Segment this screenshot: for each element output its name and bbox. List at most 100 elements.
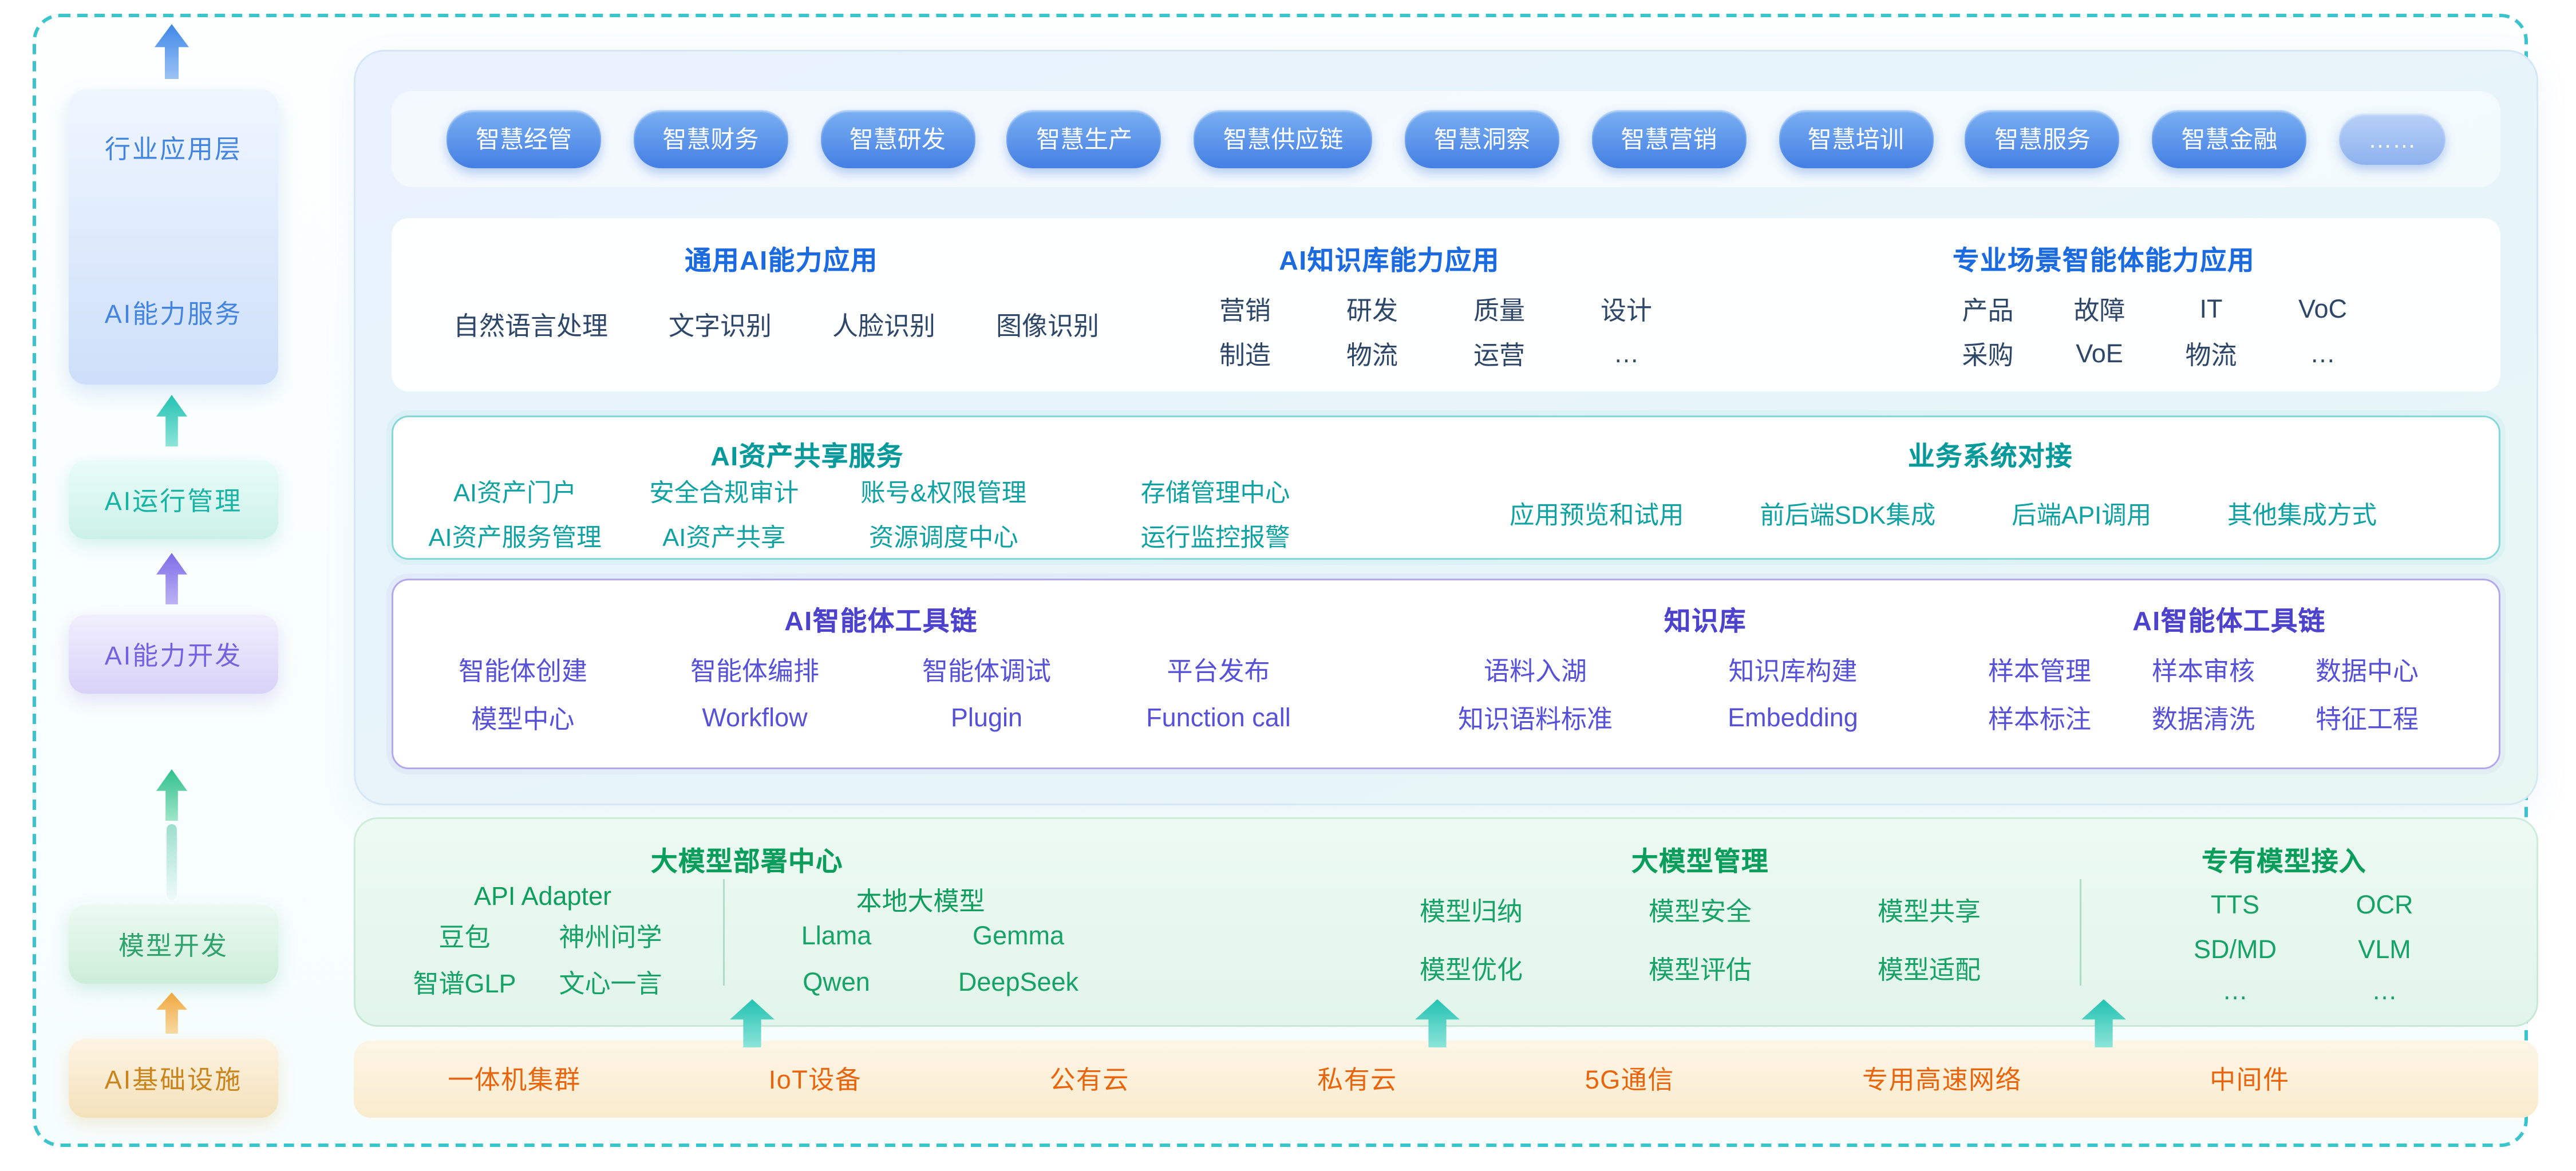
layer-ai-operations: AI运行管理 — [69, 460, 278, 539]
industry-pill: 智慧供应链 — [1194, 110, 1373, 168]
asset-item: AI资产门户 — [453, 480, 577, 508]
capability-item: 故障 — [2073, 296, 2125, 326]
infrastructure-item: 一体机集群 — [448, 1066, 581, 1095]
section-title-general-ai: 通用AI能力应用 — [685, 247, 878, 276]
infrastructure-item: 私有云 — [1317, 1066, 1397, 1095]
asset-share-grid: AI资产门户 安全合规审计 账号&权限管理 存储管理中心 AI资产服务管理 AI… — [410, 469, 1372, 558]
industry-pill: 智慧生产 — [1007, 110, 1162, 168]
asset-item: AI资产共享 — [662, 524, 786, 552]
layer-label-ai-capability-service: AI能力服务 — [104, 300, 243, 330]
tool-item: 智能体调试 — [922, 656, 1051, 686]
business-integration-items: 应用预览和试用 前后端SDK集成 后端API调用 其他集成方式 — [1510, 496, 2377, 532]
vertical-divider — [2080, 879, 2081, 986]
capability-card: 通用AI能力应用 自然语言处理 文字识别 人脸识别 图像识别 AI知识库能力应用… — [392, 218, 2500, 391]
layer-label-industry-application: 行业应用层 — [104, 136, 242, 165]
capability-item: … — [1613, 339, 1639, 369]
subsection-title-api-adapter: API Adapter — [473, 883, 612, 912]
section-title-model-manage: 大模型管理 — [1631, 848, 1769, 877]
capability-item: 产品 — [1962, 296, 2014, 326]
section-title-knowledge-base: 知识库 — [1664, 608, 1747, 637]
industry-pill: 智慧金融 — [2152, 110, 2307, 168]
infrastructure-item: 中间件 — [2210, 1066, 2290, 1095]
section-title-data-toolchain: AI智能体工具链 — [2132, 608, 2326, 637]
model-item: Llama — [801, 922, 872, 951]
tool-item: 智能体创建 — [458, 656, 587, 686]
tool-item: 平台发布 — [1167, 656, 1270, 686]
capability-item: 文字识别 — [668, 312, 772, 342]
api-adapter-grid: 豆包 神州问学 智谱GLP 文心一言 — [392, 913, 683, 1006]
toolchain-card: AI智能体工具链 智能体创建 智能体编排 智能体调试 平台发布 模型中心 Wor… — [392, 579, 2500, 769]
capability-item: VoE — [2076, 339, 2123, 369]
layer-ai-infrastructure: AI基础设施 — [69, 1039, 278, 1118]
asset-item: 运行监控报警 — [1140, 524, 1290, 552]
section-title-business-integration: 业务系统对接 — [1907, 443, 2073, 472]
capability-item: 设计 — [1600, 296, 1652, 326]
tool-item: 语料入湖 — [1483, 656, 1587, 686]
tool-item: 知识语料标准 — [1457, 705, 1613, 734]
industry-pill: 智慧经管 — [447, 110, 601, 168]
capability-item: 制造 — [1219, 341, 1271, 370]
model-layer-panel: 大模型部署中心 API Adapter 豆包 神州问学 智谱GLP 文心一言 本… — [354, 817, 2538, 1027]
model-item: OCR — [2356, 890, 2413, 920]
general-ai-items: 自然语言处理 文字识别 人脸识别 图像识别 — [453, 307, 1099, 343]
tool-item: 特征工程 — [2315, 705, 2419, 734]
model-item: … — [2372, 976, 2397, 1006]
infrastructure-item: 公有云 — [1049, 1066, 1129, 1095]
asset-item: 资源调度中心 — [868, 524, 1018, 552]
asset-item: 安全合规审计 — [649, 480, 799, 508]
asset-item: AI资产服务管理 — [428, 524, 602, 552]
asset-item: 账号&权限管理 — [860, 480, 1027, 508]
industry-pills-row: 智慧经管 智慧财务 智慧研发 智慧生产 智慧供应链 智慧洞察 智慧营销 智慧培训… — [392, 91, 2500, 187]
layer-ai-development: AI能力开发 — [69, 615, 278, 694]
tool-item: 数据清洗 — [2151, 705, 2255, 734]
capability-item: VoC — [2298, 294, 2348, 324]
asset-item: 存储管理中心 — [1140, 480, 1290, 508]
model-item: DeepSeek — [958, 968, 1079, 998]
section-title-dedicated-models: 专有模型接入 — [2201, 848, 2366, 877]
layer-label: AI能力开发 — [104, 641, 243, 671]
section-title-agent-toolchain: AI智能体工具链 — [784, 608, 978, 637]
capability-item: 采购 — [1962, 341, 2014, 370]
model-item: 模型安全 — [1648, 897, 1752, 927]
section-title-knowledge-ai: AI知识库能力应用 — [1279, 247, 1500, 276]
capability-item: 质量 — [1473, 296, 1525, 326]
layer-label: AI基础设施 — [104, 1065, 243, 1095]
infrastructure-item: 专用高速网络 — [1862, 1066, 2022, 1095]
tool-item: 智能体编排 — [690, 656, 819, 686]
capability-item: 图像识别 — [995, 312, 1099, 342]
model-item: Qwen — [803, 968, 870, 998]
model-item: Gemma — [972, 922, 1065, 951]
industry-pill: 智慧洞察 — [1404, 110, 1559, 168]
knowledge-ai-grid: 营销 研发 质量 设计 制造 物流 运营 … — [1182, 287, 1690, 376]
model-item: 智谱GLP — [413, 970, 516, 999]
section-title-model-deploy: 大模型部署中心 — [650, 848, 843, 877]
tool-item: 知识库构建 — [1728, 656, 1858, 686]
integration-item: 后端API调用 — [2012, 503, 2152, 531]
model-manage-grid: 模型归纳 模型安全 模型共享 模型优化 模型评估 模型适配 — [1357, 881, 2044, 998]
capability-item: 人脸识别 — [832, 312, 936, 342]
local-models-grid: Llama Gemma Qwen DeepSeek — [745, 913, 1109, 1006]
model-item: 神州问学 — [559, 924, 662, 953]
industry-pill: 智慧研发 — [820, 110, 975, 168]
tool-item: 样本管理 — [1988, 656, 2092, 686]
layer-application-service: 行业应用层 AI能力服务 — [69, 89, 278, 385]
model-item: 模型适配 — [1877, 955, 1981, 985]
layer-label: AI运行管理 — [104, 486, 243, 516]
scene-agent-grid: 产品 故障 IT VoC 采购 VoE 物流 … — [1932, 287, 2379, 376]
integration-item: 前后端SDK集成 — [1760, 503, 1936, 531]
infrastructure-item: IoT设备 — [768, 1066, 862, 1095]
capability-item: 自然语言处理 — [453, 312, 609, 342]
layer-label: 模型开发 — [118, 931, 228, 961]
section-title-scene-agent: 专业场景智能体能力应用 — [1952, 247, 2255, 276]
section-title-asset-share: AI资产共享服务 — [710, 443, 904, 472]
capability-item: 运营 — [1473, 341, 1525, 370]
integration-item: 其他集成方式 — [2227, 503, 2377, 531]
tool-item: 数据中心 — [2315, 656, 2419, 686]
application-layer-panel: 智慧经管 智慧财务 智慧研发 智慧生产 智慧供应链 智慧洞察 智慧营销 智慧培训… — [354, 50, 2538, 805]
industry-pill: 智慧营销 — [1591, 110, 1747, 168]
vertical-divider — [723, 879, 725, 986]
tool-item: 样本标注 — [1988, 705, 2092, 734]
data-toolchain-grid: 样本管理 样本审核 数据中心 样本标注 数据清洗 特征工程 — [1958, 646, 2449, 742]
model-item: 模型优化 — [1419, 955, 1523, 985]
industry-pill-more: …… — [2338, 113, 2445, 165]
